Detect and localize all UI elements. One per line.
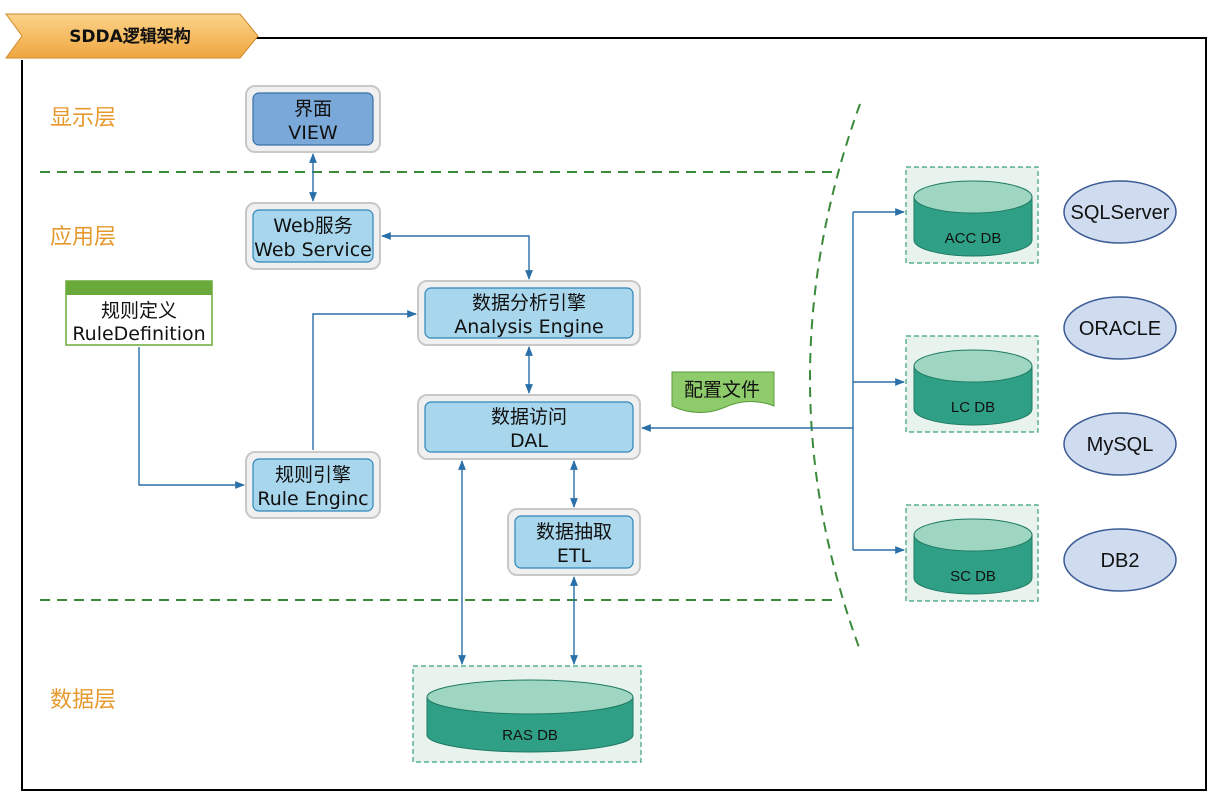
view-box: 界面 VIEW [245,85,381,153]
vendor-sqlserver-label: SQLServer [1071,202,1170,224]
web-service-box-line1: Web服务 [273,215,352,237]
rule-definition-box-line1: 规则定义 [101,300,177,322]
connectors [138,153,905,665]
ras-db-label: RAS DB [502,727,558,744]
vendor-db2-label: DB2 [1101,550,1140,572]
arrow-ruledef-ruleengine [138,347,245,489]
title-banner: SDDA逻辑架构 [5,13,259,59]
rule-engine-box-line1: 规则引擎 [275,464,351,486]
outer-frame [21,37,1207,791]
view-box-line2: VIEW [288,122,338,144]
vendor-sqlserver: SQLServer [1063,180,1177,244]
acc-db: ACC DB [905,166,1039,264]
sc-db: SC DB [905,504,1039,602]
vendor-db2: DB2 [1063,528,1177,592]
ras-db: RAS DB [412,665,642,763]
analysis-engine-box: 数据分析引擎 Analysis Engine [417,280,641,346]
divider-external-sources [809,103,861,651]
etl-box-line2: ETL [557,545,592,567]
etl-box: 数据抽取 ETL [507,508,641,576]
config-file-shape: 配置文件 [671,371,775,413]
layer-label-data: 数据层 [50,688,116,713]
web-service-box-line2: Web Service [254,239,372,261]
rule-engine-box: 规则引擎 Rule Enginc [245,451,381,519]
vendor-oracle-label: ORACLE [1079,318,1161,340]
dal-box: 数据访问 DAL [417,394,641,460]
lc-db-label: LC DB [951,399,995,416]
lc-db: LC DB [905,335,1039,433]
vendor-oracle: ORACLE [1063,296,1177,360]
config-file-label: 配置文件 [684,379,760,401]
layer-label-application: 应用层 [50,225,116,250]
rule-definition-box: 规则定义 RuleDefinition [65,280,213,346]
arrow-ruleengine-analysis [312,310,417,450]
diagram-title: SDDA逻辑架构 [69,26,191,47]
dal-box-line2: DAL [510,430,548,452]
rule-definition-box-line2: RuleDefinition [72,323,205,345]
vendor-mysql-label: MySQL [1087,434,1154,456]
arrow-webservice-analysis [381,232,533,280]
acc-db-label: ACC DB [945,230,1002,247]
analysis-engine-box-line2: Analysis Engine [454,316,603,338]
sc-db-label: SC DB [950,568,996,585]
analysis-engine-box-line1: 数据分析引擎 [472,292,586,314]
vendor-mysql: MySQL [1063,412,1177,476]
web-service-box: Web服务 Web Service [245,202,381,270]
layer-label-display: 显示层 [50,106,116,131]
view-box-line1: 界面 [294,98,332,120]
dal-box-line1: 数据访问 [491,406,567,428]
etl-box-line1: 数据抽取 [536,521,612,543]
rule-engine-box-line2: Rule Enginc [257,488,368,510]
